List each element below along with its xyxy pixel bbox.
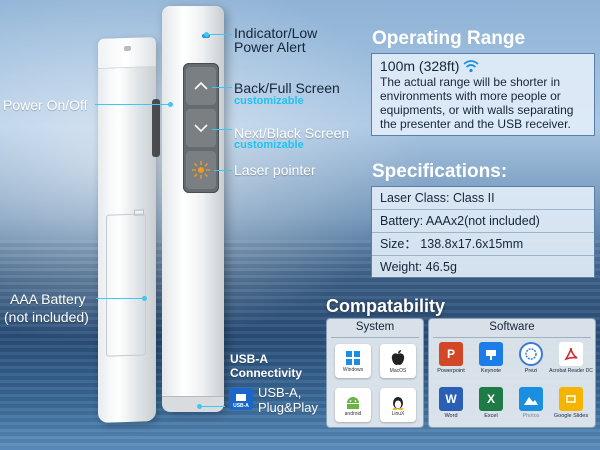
app-label: Powerpoint: [437, 368, 465, 374]
usb-plug-shape: [236, 394, 246, 401]
compatability-title: Compatability: [326, 296, 446, 316]
app-word: W Word: [429, 387, 473, 419]
acrobat-icon: [559, 342, 583, 366]
app-prezi: Prezi: [509, 342, 553, 374]
back-sub-label: customizable: [234, 95, 304, 107]
app-label: Acrobat Reader DC: [549, 368, 593, 374]
android-label: android: [344, 410, 362, 417]
system-panel: System Windows MacOS android LinuX: [326, 318, 424, 428]
back-button: [186, 67, 216, 105]
battery-door: [106, 213, 146, 357]
apple-icon: [391, 349, 405, 365]
app-label: Keynote: [480, 368, 502, 374]
usb-receiver-end: [162, 396, 224, 412]
keynote-icon: [479, 342, 503, 366]
power-switch: [152, 98, 160, 158]
app-powerpoint: P Powerpoint: [429, 342, 473, 374]
usb-title-line2: Connectivity: [230, 366, 303, 380]
laser-icon: [192, 161, 210, 179]
app-label: Google Slides: [553, 413, 589, 419]
laser-button: [186, 151, 216, 189]
app-photos: Photos: [509, 387, 553, 419]
usb-icon-text: USB-A: [233, 403, 249, 409]
indicator-label-line1: Indicator/Low: [234, 25, 318, 41]
callout-dot: [204, 32, 209, 37]
app-acrobat: Acrobat Reader DC: [549, 342, 593, 374]
windows-label: Windows: [342, 366, 364, 373]
next-label: Next/Black Screen: [234, 125, 350, 141]
presenter-front-view: [162, 6, 224, 410]
laser-label: Laser pointer: [234, 162, 316, 178]
back-callout-line: [212, 87, 232, 88]
android-icon: [347, 396, 359, 409]
usb-icon: USB-A: [229, 388, 253, 410]
app-keynote: Keynote: [469, 342, 513, 374]
excel-icon: X: [479, 387, 503, 411]
usb-callout-line: [199, 406, 225, 407]
range-note: The actual range will be shorter in envi…: [380, 75, 574, 131]
range-value: 100m (328ft): [380, 58, 460, 74]
chevron-down-icon: [194, 124, 208, 133]
specifications-title: Specifications:: [372, 161, 508, 182]
software-panel: Software P Powerpoint Keynote Prezi Acro…: [428, 318, 596, 428]
button-panel: [183, 63, 219, 193]
next-button: [186, 109, 216, 147]
usb-desc-line2: Plug&Play: [258, 400, 318, 415]
battery-callout-line: [96, 298, 144, 299]
system-header: System: [355, 321, 395, 333]
software-header: Software: [489, 321, 535, 333]
app-label: Excel: [484, 413, 498, 419]
windows-tile: Windows: [335, 344, 371, 378]
battery-label-line2: (not included): [4, 309, 89, 325]
spec-row: Weight: 46.5g: [380, 260, 457, 274]
usb-title-line1: USB-A: [230, 352, 268, 366]
laser-callout-line: [214, 170, 232, 171]
prezi-icon: [519, 342, 543, 366]
android-tile: android: [335, 388, 371, 422]
macos-label: MacOS: [389, 367, 407, 374]
device-cap: [98, 36, 156, 70]
app-google-slides: Google Slides: [549, 387, 593, 419]
callout-dot: [168, 102, 173, 107]
presenter-back-view: [98, 36, 160, 424]
google-slides-icon: [559, 387, 583, 411]
next-sub-label: customizable: [234, 139, 304, 151]
app-label: Prezi: [524, 368, 538, 374]
linux-penguin-icon: [392, 396, 404, 410]
callout-dot: [142, 296, 147, 301]
next-callout-line: [212, 129, 232, 130]
divider: [433, 337, 591, 338]
windows-icon: [346, 350, 360, 365]
power-label: Power On/Off: [3, 97, 88, 113]
battery-label-line1: AAA Battery: [10, 291, 86, 307]
word-icon: W: [439, 387, 463, 411]
callout-dot: [197, 404, 202, 409]
spec-row: Battery: AAAx2(not included): [372, 210, 594, 233]
spec-row: Size： 138.8x17.6x15mm: [372, 233, 594, 256]
app-excel: X Excel: [469, 387, 513, 419]
photos-icon: [519, 387, 543, 411]
specifications-table: Laser Class: Class II Battery: AAAx2(not…: [371, 186, 595, 278]
macos-tile: MacOS: [380, 344, 416, 378]
divider: [331, 337, 419, 338]
back-label: Back/Full Screen: [234, 80, 340, 96]
linux-tile: LinuX: [380, 388, 416, 422]
powerpoint-icon: P: [439, 342, 463, 366]
lanyard-hole: [124, 45, 131, 52]
usb-desc-line1: USB-A,: [258, 385, 302, 400]
app-label: Photos: [522, 413, 540, 419]
power-callout-line: [95, 104, 170, 105]
indicator-label-line2: Power Alert: [234, 39, 306, 55]
app-label: Word: [444, 413, 458, 419]
indicator-callout-line: [206, 34, 232, 35]
operating-range-title: Operating Range: [372, 28, 526, 49]
wifi-icon: [463, 60, 479, 73]
linux-label: LinuX: [391, 410, 405, 417]
chevron-up-icon: [194, 81, 208, 90]
operating-range-box: 100m (328ft) The actual range will be sh…: [371, 53, 595, 136]
spec-row: Laser Class: Class II: [372, 187, 594, 210]
